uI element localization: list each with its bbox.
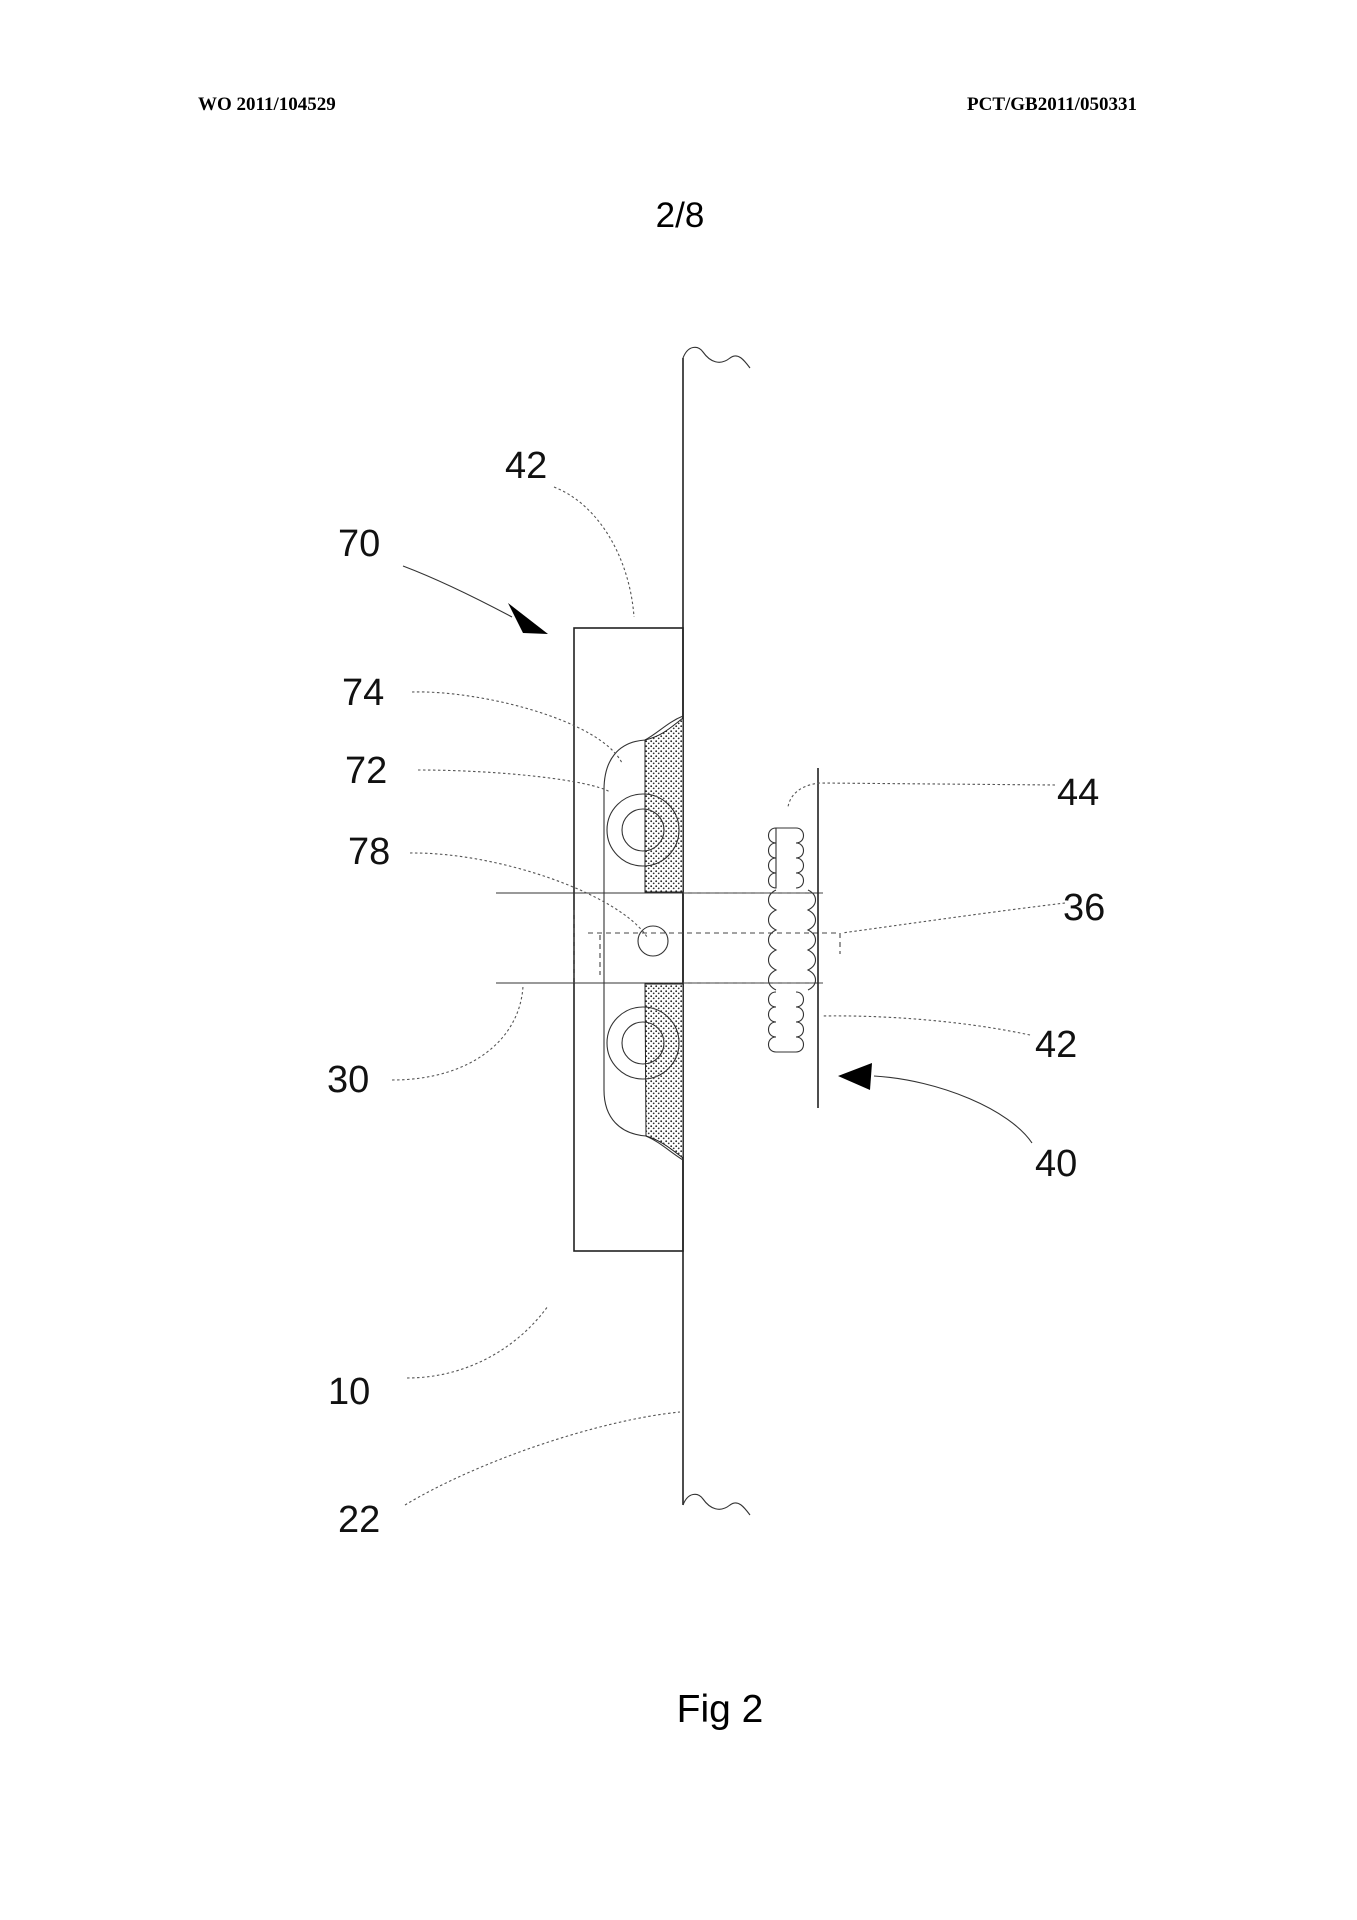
label-22: 22: [338, 1499, 380, 1541]
figure-caption: Fig 2: [676, 1688, 764, 1731]
label-40: 40: [1035, 1143, 1077, 1185]
roller-lower-inner: [621, 1021, 665, 1065]
leader-44: [787, 782, 1056, 808]
leader-10: [406, 1305, 549, 1379]
label-44: 44: [1057, 772, 1099, 814]
leader-78: [409, 852, 648, 938]
teeth-lower-left: [767, 991, 796, 1053]
bottom-break-mark: [682, 1493, 751, 1516]
housing-body: [573, 627, 684, 1252]
teeth-upper-left: [767, 827, 777, 889]
leader-36: [841, 902, 1066, 934]
arrow-40-shaft: [873, 1075, 1033, 1144]
teeth-mid-right: [806, 889, 817, 991]
roller-lower-outer: [606, 1006, 680, 1080]
pocket-outline: [603, 715, 684, 1161]
label-42-top: 42: [505, 445, 547, 487]
label-42-right: 42: [1035, 1024, 1077, 1066]
leader-22: [404, 1411, 681, 1506]
label-72: 72: [345, 750, 387, 792]
label-74: 74: [342, 672, 384, 714]
slot-hidden-path: [588, 932, 841, 954]
insert-lower: [644, 983, 684, 1160]
arrow-40-head: [838, 1063, 872, 1090]
roller-upper-inner: [621, 808, 665, 852]
top-break-mark: [682, 346, 751, 369]
arrow-70-head: [508, 603, 548, 634]
leader-42-right: [821, 1015, 1031, 1036]
label-78: 78: [348, 831, 390, 873]
insert-upper: [644, 716, 684, 893]
teeth-lower-right: [795, 991, 805, 1053]
publication-number: WO 2011/104529: [198, 94, 336, 115]
pin-circle: [637, 925, 669, 957]
sheet-number: 2/8: [655, 196, 705, 235]
teeth-upper-right: [795, 827, 805, 889]
leader-72: [417, 769, 611, 793]
arrow-70-shaft: [402, 565, 513, 618]
leader-30: [391, 985, 524, 1081]
leader-42-top: [553, 486, 635, 618]
leader-74: [411, 691, 623, 764]
label-36: 36: [1063, 887, 1105, 929]
teeth-mid-left: [767, 889, 778, 991]
label-30: 30: [327, 1059, 369, 1101]
label-70: 70: [338, 523, 380, 565]
application-number: PCT/GB2011/050331: [967, 94, 1137, 115]
roller-upper-outer: [606, 793, 680, 867]
label-10: 10: [328, 1371, 370, 1413]
